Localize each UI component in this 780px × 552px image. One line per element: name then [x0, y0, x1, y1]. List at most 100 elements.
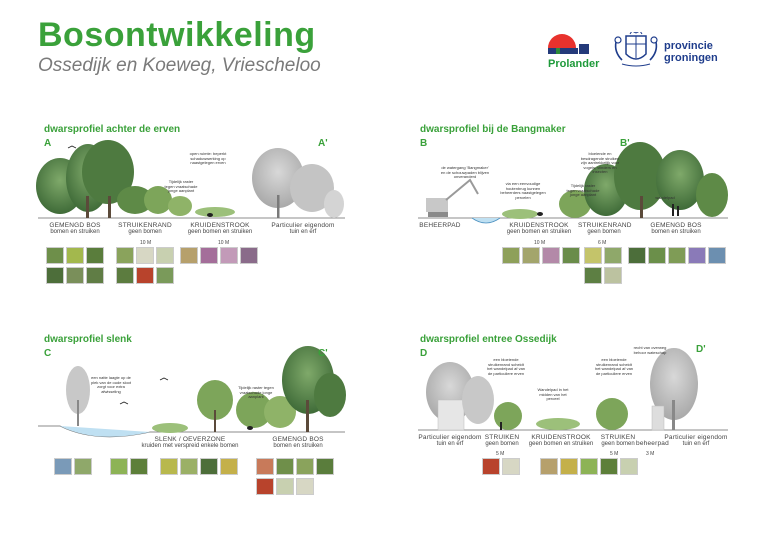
- prolander-logo-text: Prolander: [548, 58, 600, 70]
- panel-b-zone-1: BEHEERPAD: [418, 222, 462, 229]
- plant-photo: [116, 267, 134, 284]
- page-title: Bosontwikkeling: [38, 16, 316, 54]
- plant-photo: [296, 458, 314, 475]
- panel-b-zone-3: STRUIKENRAND geen bomen: [578, 222, 632, 236]
- panel-d-zone-5: beheerpad: [636, 440, 669, 447]
- plant-photo: [256, 478, 274, 495]
- panel-c-zone-1-desc: kruiden met verspreid enkele bomen: [141, 443, 239, 449]
- panel-c-zone-2-desc: bomen en struiken: [273, 443, 323, 449]
- panel-a-zone-1-desc: bomen en struiken: [50, 229, 100, 235]
- panel-d-note-1: een bloeiende struikenrand scheidt het w…: [486, 357, 526, 376]
- panel-a-title: dwarsprofiel achter de erven: [44, 124, 181, 135]
- plant-photo: [200, 458, 218, 475]
- panel-b-zone-1-name: BEHEERPAD: [419, 222, 461, 229]
- panel-d-zone-1: Particulier eigendom tuin en erf: [418, 434, 482, 448]
- provincie-logo-text-2: groningen: [664, 52, 718, 64]
- panel-b-zone-3-name: STRUIKENRAND: [578, 222, 632, 229]
- plant-photo: [66, 267, 84, 284]
- prolander-logo-mark: [548, 34, 589, 54]
- panel-d-note-3: een bloeiende struikenrand scheidt het w…: [594, 357, 634, 376]
- panel-d-zone-4: STRUIKEN geen bomen: [598, 434, 638, 448]
- panel-a-start-label: A: [44, 138, 52, 149]
- plant-photo: [540, 458, 558, 475]
- panel-b-zone-2: KRUIDENSTROOK geen bomen en struiken: [496, 222, 582, 236]
- panel-d-zone-1-desc: tuin en erf: [436, 441, 464, 447]
- panel-d-zone-3: KRUIDENSTROOK geen bomen en struiken: [524, 434, 598, 448]
- panel-a-zone-1: GEMENGD BOS bomen en struiken: [40, 222, 110, 236]
- panel-b-zone-2-name: KRUIDENSTROOK: [509, 222, 569, 229]
- panel-a-zone-4-desc: tuin en erf: [289, 229, 317, 235]
- panel-d-measure-2: 5 M: [610, 451, 619, 457]
- plant-photo: [240, 247, 258, 264]
- panel-a-zone-3: KRUIDENSTROOK geen bomen en struiken: [180, 222, 260, 236]
- panel-b-start-label: B: [420, 138, 428, 149]
- plant-photo: [116, 247, 134, 264]
- panel-a-zone-3-name: KRUIDENSTROOK: [190, 222, 250, 229]
- plant-photo: [648, 247, 666, 264]
- panel-a-zone-3-desc: geen bomen en struiken: [187, 229, 253, 235]
- plant-photo: [110, 458, 128, 475]
- panel-b-note-1: de watergang 'Bangmaker' en de schouwpad…: [440, 165, 490, 180]
- panel-d-start-label: D: [420, 348, 428, 359]
- plant-photo: [200, 247, 218, 264]
- panel-b-note-3: Tijdelijk raster tegen vraatschade jonge…: [566, 183, 600, 198]
- plant-photo: [620, 458, 638, 475]
- panel-a-zone-2-name: STRUIKENRAND: [118, 222, 172, 229]
- panel-d-zone-5-name: beheerpad: [636, 440, 669, 447]
- panel-d-zone-1-name: Particulier eigendom: [418, 434, 482, 441]
- panel-a-note-2: Tijdelijk raster tegen vraatschade jonge…: [164, 179, 198, 194]
- cross-section-b-illustration: [418, 142, 728, 224]
- panel-b-zone-2-desc: geen bomen en struiken: [506, 229, 572, 235]
- page-subtitle: Ossedijk en Koeweg, Vriescheloo: [38, 55, 321, 76]
- panel-b-note-5: wandelpad: [655, 195, 675, 200]
- plant-photo: [276, 478, 294, 495]
- plant-photo: [296, 478, 314, 495]
- plant-photo: [276, 458, 294, 475]
- panel-b-zone-4-desc: bomen en struiken: [651, 229, 701, 235]
- plant-photo: [502, 247, 520, 264]
- plant-photo: [156, 247, 174, 264]
- panel-b-note-2: via een eenvoudige houtenbrug kunnen beh…: [500, 181, 546, 200]
- panel-b-measure-2: 6 M: [598, 240, 607, 246]
- panel-d-note-2: Wandelpad in het midden van het perceel: [537, 387, 569, 402]
- panel-c-zone-2-name: GEMENGD BOS: [272, 436, 324, 443]
- panel-d-title: dwarsprofiel entree Ossedijk: [420, 334, 557, 345]
- panel-d-measure-1: 5 M: [496, 451, 505, 457]
- plant-photo: [180, 458, 198, 475]
- plant-photo: [584, 267, 602, 284]
- panel-d-end-label: D': [696, 344, 706, 355]
- panel-a-zone-2: STRUIKENRAND geen bomen: [110, 222, 180, 236]
- panel-b-zone-4-name: GEMENGD BOS: [650, 222, 702, 229]
- plant-photo: [580, 458, 598, 475]
- plant-photo: [74, 458, 92, 475]
- plant-photo: [86, 267, 104, 284]
- panel-c-zone-2: GEMENGD BOS bomen en struiken: [258, 436, 338, 450]
- plant-photo: [220, 247, 238, 264]
- panel-c-end-label: C': [318, 348, 328, 359]
- panel-d-zone-3-name: KRUIDENSTROOK: [531, 434, 591, 441]
- panel-a-measure-2: 10 M: [218, 240, 230, 246]
- panel-a-end-label: A': [318, 138, 328, 149]
- plant-photo: [560, 458, 578, 475]
- panel-d-zone-6: Particulier eigendom tuin en erf: [664, 434, 728, 448]
- panel-c-note-1: een natte laagte op de plek van de oude …: [90, 375, 132, 394]
- panel-b-end-label: B': [620, 138, 630, 149]
- panel-c-zone-1: SLENK / OEVERZONE kruiden met verspreid …: [130, 436, 250, 450]
- plant-photo: [46, 247, 64, 264]
- plant-photo: [668, 247, 686, 264]
- cross-section-c-illustration: [38, 346, 346, 438]
- panel-c-title: dwarsprofiel slenk: [44, 334, 132, 345]
- panel-d-zone-2-name: STRUIKEN: [484, 434, 520, 441]
- prolander-logo: Prolander: [546, 30, 599, 70]
- plant-photo: [604, 247, 622, 264]
- panel-d-zone-2: STRUIKEN geen bomen: [482, 434, 522, 448]
- plant-photo: [180, 247, 198, 264]
- panel-d-measure-3: 3 M: [646, 451, 655, 457]
- plant-photo: [482, 458, 500, 475]
- panel-d-zone-6-desc: tuin en erf: [682, 441, 710, 447]
- panel-d-zone-2-desc: geen bomen: [485, 441, 519, 447]
- plant-photo: [54, 458, 72, 475]
- provincie-groningen-logo: provincie groningen: [612, 30, 722, 72]
- plant-photo: [46, 267, 64, 284]
- plant-photo: [522, 247, 540, 264]
